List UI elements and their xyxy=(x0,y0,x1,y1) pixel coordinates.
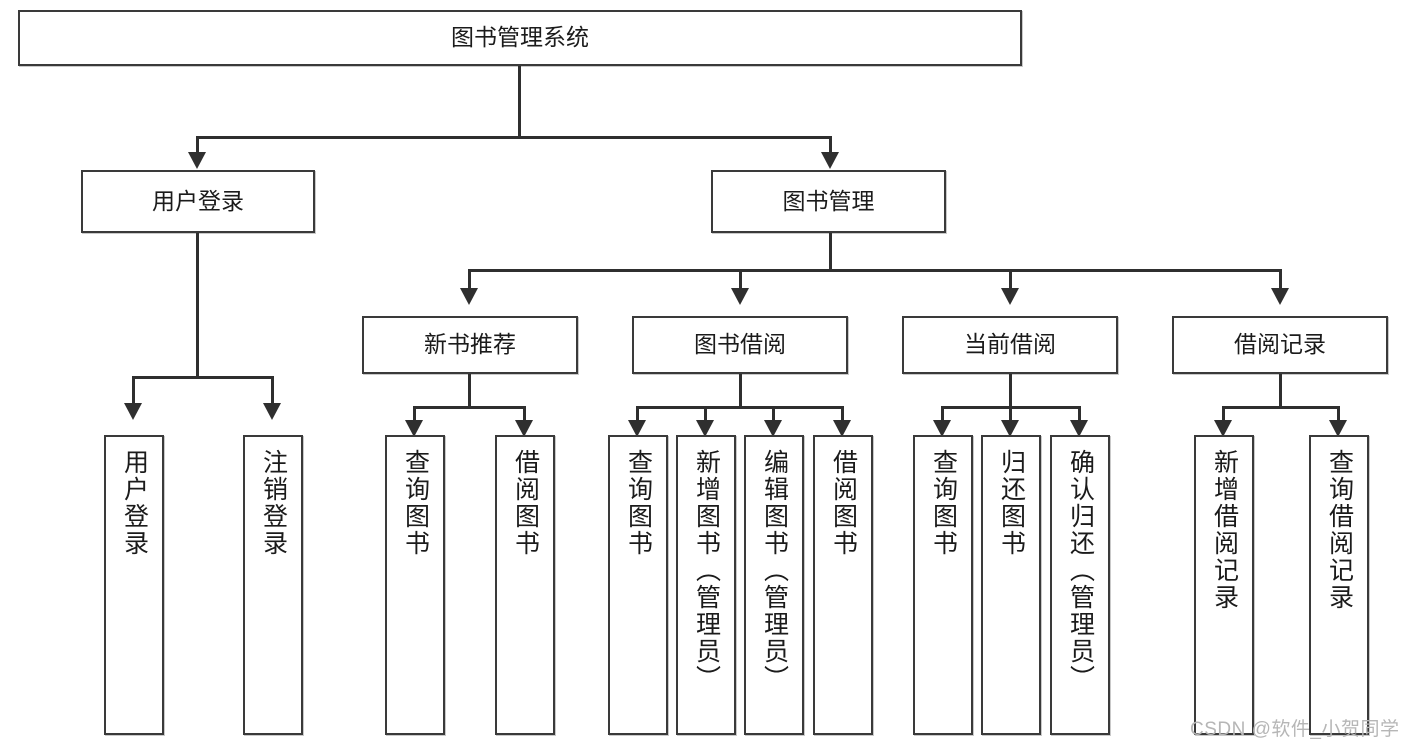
connector-root-stem xyxy=(518,66,521,138)
arrowhead-new-book-leaf1 xyxy=(405,420,423,437)
connector-to-borrow-record xyxy=(1279,269,1282,290)
node-label: 查询借阅记录 xyxy=(1325,449,1354,611)
node-user-login[interactable]: 用户登录 xyxy=(81,170,315,233)
arrowhead-to-current-borrow xyxy=(1001,288,1019,305)
arrowhead-current-borrow-leaf3 xyxy=(1070,420,1088,437)
arrowhead-book-borrow-leaf2 xyxy=(696,420,714,437)
csdn-watermark: CSDN @软件_小贺同学 xyxy=(1190,719,1400,740)
connector-user-login-stem xyxy=(196,233,199,378)
node-label: 用户登录 xyxy=(152,187,244,214)
arrowhead-to-book-borrow xyxy=(731,288,749,305)
node-label: 图书借阅 xyxy=(694,331,786,358)
connector-borrow-record-bus xyxy=(1222,406,1340,409)
leaf-book-borrow-add-book[interactable]: 新增图书（管理员） xyxy=(676,435,736,735)
node-book-management[interactable]: 图书管理 xyxy=(711,170,946,233)
node-label: 图书管理系统 xyxy=(451,24,589,51)
arrowhead-current-borrow-leaf2 xyxy=(1001,420,1019,437)
leaf-borrow-record-add-record[interactable]: 新增借阅记录 xyxy=(1194,435,1254,735)
connector-book-borrow-leaf3 xyxy=(772,406,775,422)
connector-book-management-stem xyxy=(829,233,832,271)
arrowhead-book-borrow-leaf1 xyxy=(628,420,646,437)
leaf-new-book-query-book[interactable]: 查询图书 xyxy=(385,435,445,735)
arrowhead-user-login-leaf2 xyxy=(263,403,281,420)
node-label: 归还图书 xyxy=(997,449,1026,557)
node-label: 新增图书（管理员） xyxy=(692,449,721,692)
leaf-logout[interactable]: 注销登录 xyxy=(243,435,303,735)
leaf-new-book-borrow-book[interactable]: 借阅图书 xyxy=(495,435,555,735)
node-book-borrow[interactable]: 图书借阅 xyxy=(632,316,848,374)
arrowhead-borrow-record-leaf2 xyxy=(1329,420,1347,437)
leaf-current-borrow-query-book[interactable]: 查询图书 xyxy=(913,435,973,735)
connector-level3-bus xyxy=(468,269,1282,272)
node-label: 用户登录 xyxy=(120,449,149,557)
connector-new-book-stem xyxy=(468,374,471,408)
leaf-borrow-record-query-record[interactable]: 查询借阅记录 xyxy=(1309,435,1369,735)
connector-to-user-login xyxy=(196,136,199,154)
arrowhead-to-new-book-recommend xyxy=(460,288,478,305)
connector-new-book-leaf1 xyxy=(413,406,416,422)
node-root-book-management-system[interactable]: 图书管理系统 xyxy=(18,10,1022,66)
leaf-current-borrow-return-book[interactable]: 归还图书 xyxy=(981,435,1041,735)
connector-borrow-record-stem xyxy=(1279,374,1282,408)
arrowhead-new-book-leaf2 xyxy=(515,420,533,437)
connector-new-book-leaf2 xyxy=(523,406,526,422)
arrowhead-book-borrow-leaf4 xyxy=(833,420,851,437)
node-label: 新增借阅记录 xyxy=(1210,449,1239,611)
node-current-borrow[interactable]: 当前借阅 xyxy=(902,316,1118,374)
node-label: 借阅图书 xyxy=(829,449,858,557)
arrowhead-user-login-leaf1 xyxy=(124,403,142,420)
node-borrow-record[interactable]: 借阅记录 xyxy=(1172,316,1388,374)
node-label: 编辑图书（管理员） xyxy=(760,449,789,692)
connector-current-borrow-leaf2 xyxy=(1009,406,1012,422)
node-label: 查询图书 xyxy=(401,449,430,557)
connector-current-borrow-leaf3 xyxy=(1078,406,1081,422)
connector-to-book-management xyxy=(829,136,832,154)
arrowhead-to-book-management xyxy=(821,152,839,169)
node-label: 当前借阅 xyxy=(964,331,1056,358)
connector-level2-bus xyxy=(196,136,832,139)
connector-book-borrow-stem xyxy=(739,374,742,408)
connector-to-new-book-recommend xyxy=(468,269,471,290)
connector-book-borrow-leaf4 xyxy=(841,406,844,422)
connector-user-login-bus xyxy=(132,376,272,379)
node-label: 确认归还（管理员） xyxy=(1066,449,1095,692)
arrowhead-to-user-login xyxy=(188,152,206,169)
connector-new-book-bus xyxy=(413,406,526,409)
connector-user-login-leaf1 xyxy=(132,376,135,405)
arrowhead-book-borrow-leaf3 xyxy=(764,420,782,437)
leaf-book-borrow-edit-book[interactable]: 编辑图书（管理员） xyxy=(744,435,804,735)
connector-book-borrow-leaf2 xyxy=(704,406,707,422)
connector-book-borrow-bus xyxy=(636,406,844,409)
leaf-book-borrow-borrow-book[interactable]: 借阅图书 xyxy=(813,435,873,735)
arrowhead-current-borrow-leaf1 xyxy=(933,420,951,437)
connector-borrow-record-leaf2 xyxy=(1337,406,1340,422)
connector-user-login-leaf2 xyxy=(271,376,274,405)
connector-borrow-record-leaf1 xyxy=(1222,406,1225,422)
node-label: 图书管理 xyxy=(782,187,875,214)
node-label: 查询图书 xyxy=(929,449,958,557)
leaf-user-login[interactable]: 用户登录 xyxy=(104,435,164,735)
connector-current-borrow-stem xyxy=(1009,374,1012,408)
node-label: 注销登录 xyxy=(259,449,288,557)
node-label: 查询图书 xyxy=(624,449,653,557)
connector-to-book-borrow xyxy=(739,269,742,290)
arrowhead-to-borrow-record xyxy=(1271,288,1289,305)
connector-book-borrow-leaf1 xyxy=(636,406,639,422)
leaf-current-borrow-confirm-return[interactable]: 确认归还（管理员） xyxy=(1050,435,1110,735)
leaf-book-borrow-query-book[interactable]: 查询图书 xyxy=(608,435,668,735)
node-new-book-recommend[interactable]: 新书推荐 xyxy=(362,316,578,374)
node-label: 新书推荐 xyxy=(424,331,516,358)
connector-to-current-borrow xyxy=(1009,269,1012,290)
node-label: 借阅图书 xyxy=(511,449,540,557)
arrowhead-borrow-record-leaf1 xyxy=(1214,420,1232,437)
connector-current-borrow-leaf1 xyxy=(941,406,944,422)
node-label: 借阅记录 xyxy=(1234,331,1326,358)
